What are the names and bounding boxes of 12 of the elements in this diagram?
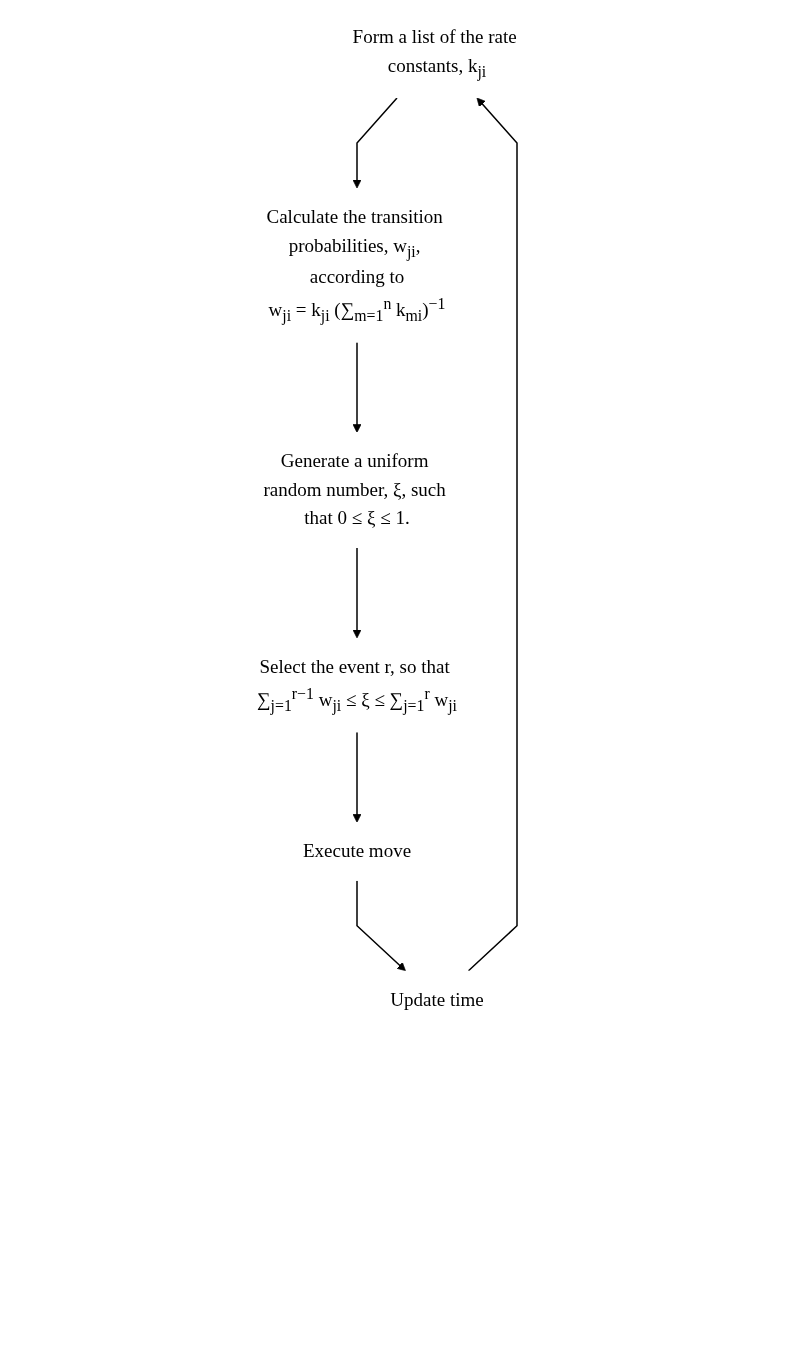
arrow: [355, 880, 406, 972]
arrow: [467, 97, 518, 972]
node-text: Form a list of the rate constants, k$_{ji}$: [352, 26, 517, 80]
arrow: [352, 97, 398, 189]
node-text: Update time: [389, 988, 484, 1010]
arrow: [352, 731, 361, 823]
arrow: [352, 547, 361, 639]
node-text: Calculate the transition probabilities, w$_{ji}$, according to w$_{ji}$ = k$_{ji}$ (∑$_{m=1}$$^{n}$ k$_{mi}$)$^{−1}$: [266, 206, 445, 324]
node-text: Select the event r, so that ∑$_{j=1}$$^{r−1}$ w$_{ji}$ ≤ ξ ≤ ∑$_{j=1}$$^{r}$ w$_{ji}$: [256, 655, 457, 714]
node-text: Execute move: [302, 840, 411, 862]
arrow: [352, 341, 361, 433]
node-text: Generate a uniform random number, ξ, such that 0 ≤ ξ ≤ 1.: [262, 450, 446, 529]
